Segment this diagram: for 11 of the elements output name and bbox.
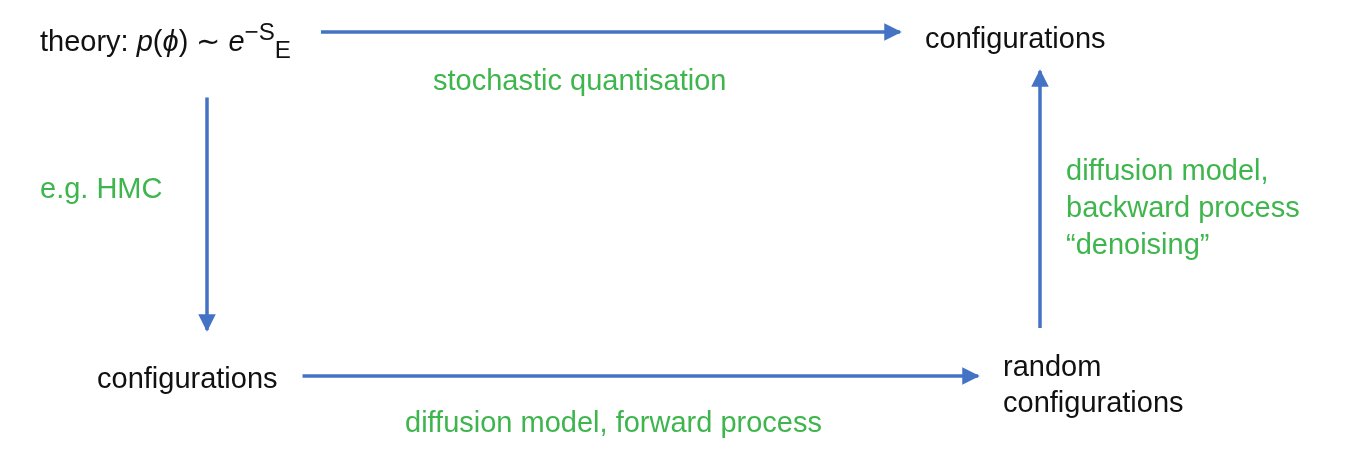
arrow bbox=[1031, 69, 1049, 328]
edge-label: e.g. HMC bbox=[40, 171, 163, 206]
edge-label: stochastic quantisation bbox=[433, 63, 727, 98]
node-text: configurations bbox=[925, 20, 1106, 56]
edge-label: diffusion model, backward process “denoising” bbox=[1066, 153, 1301, 262]
arrow bbox=[302, 367, 980, 385]
arrow bbox=[198, 97, 216, 332]
arrow bbox=[320, 23, 902, 41]
node-text: random configurations bbox=[1003, 348, 1243, 420]
node-text: configurations bbox=[97, 360, 278, 396]
edge-label: diffusion model, forward process bbox=[405, 405, 822, 440]
